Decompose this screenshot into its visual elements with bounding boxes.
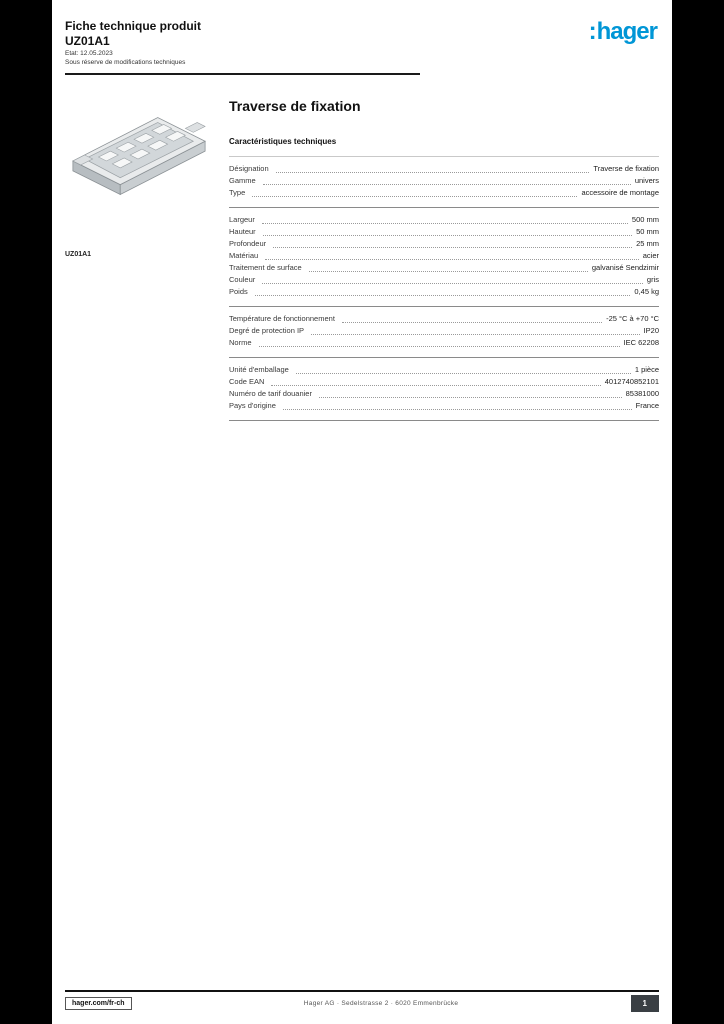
header-divider (65, 73, 420, 76)
spec-row: Numéro de tarif douanier 85381000 (229, 388, 659, 400)
dotted-leader (262, 183, 631, 185)
spec-value: 50 mm (636, 226, 659, 236)
dotted-leader (311, 333, 640, 335)
spec-label: Hauteur (229, 226, 256, 236)
dotted-leader (282, 408, 632, 410)
spec-value: acier (642, 250, 659, 260)
logo-text: hager (596, 18, 658, 45)
spec-label: Désignation (229, 163, 269, 173)
spec-label: Largeur (229, 214, 255, 224)
spec-value: IEC 62208 (623, 337, 659, 347)
left-column: UZ01A1 (65, 99, 215, 420)
dotted-leader (261, 222, 628, 224)
dotted-leader (252, 195, 578, 197)
spec-row: Type accessoire de montage (229, 187, 659, 199)
spec-value: 0,45 kg (634, 286, 659, 296)
spec-value: 25 mm (636, 238, 659, 248)
header-left: Fiche technique produit UZ01A1 Etat: 12.… (65, 19, 589, 76)
spec-label: Poids (229, 286, 248, 296)
right-column: Traverse de fixation Caractéristiques te… (229, 98, 659, 421)
dotted-leader (262, 282, 643, 284)
dotted-leader (271, 384, 601, 386)
spec-row: Couleur gris (229, 274, 659, 286)
spec-row: Profondeur 25 mm (229, 238, 659, 250)
page-header: Fiche technique produit UZ01A1 Etat: 12.… (65, 19, 659, 76)
spec-value: 85381000 (625, 388, 659, 398)
spec-value: Traverse de fixation (593, 163, 659, 173)
spec-value: galvanisé Sendzimir (591, 262, 659, 272)
dotted-leader (295, 372, 631, 374)
spec-row: Unité d'emballage 1 pièce (229, 364, 659, 376)
product-title: Traverse de fixation (229, 98, 361, 115)
page-footer: hager.com/fr-ch Hager AG · Sedelstrasse … (65, 990, 659, 1012)
hager-logo: :hager (589, 20, 659, 44)
spec-value: 4012740852101 (604, 376, 659, 386)
dotted-leader (308, 270, 588, 272)
mounting-rail-drawing (72, 117, 206, 196)
spec-row: Matériau acier (229, 250, 659, 262)
spec-value: IP20 (643, 325, 659, 335)
spec-label: Gamme (229, 175, 256, 185)
spec-row: Degré de protection IP IP20 (229, 325, 659, 337)
spec-row: Code EAN 4012740852101 (229, 376, 659, 388)
spec-row: Traitement de surface galvanisé Sendzimir (229, 262, 659, 274)
main-content: UZ01A1 Traverse de fixation Caractéristi… (65, 98, 659, 421)
spec-label: Degré de protection IP (229, 325, 305, 335)
spec-row: Température de fonctionnement -25 °C à +7… (229, 313, 659, 325)
footer-divider (65, 990, 659, 992)
dotted-leader (318, 396, 622, 398)
spec-label: Couleur (229, 274, 256, 284)
footer-company-info: Hager AG · Sedelstrasse 2 · 6020 Emmenbr… (303, 1000, 459, 1007)
product-reference-caption: UZ01A1 (65, 251, 92, 259)
spec-label: Code EAN (229, 376, 265, 386)
spec-label: Matériau (229, 250, 259, 260)
spec-row: Norme IEC 62208 (229, 337, 659, 349)
spec-label: Traitement de surface (229, 262, 302, 272)
dotted-leader (273, 246, 633, 248)
datasheet-page: Fiche technique produit UZ01A1 Etat: 12.… (52, 0, 672, 1024)
footer-url[interactable]: hager.com/fr-ch (65, 997, 132, 1010)
logo-colon-icon: : (588, 18, 597, 45)
page-number-box: 1 (630, 995, 659, 1012)
dotted-leader (258, 345, 620, 347)
spec-row: Hauteur 50 mm (229, 226, 659, 238)
spec-label: Profondeur (229, 238, 267, 248)
spec-label: Unité d'emballage (229, 364, 289, 374)
spec-value: gris (646, 274, 659, 284)
doc-meta-line2: Sous réserve de modifications techniques (65, 59, 186, 67)
spec-row: Gamme univers (229, 175, 659, 187)
spec-value: accessoire de montage (581, 187, 659, 197)
spec-value: 500 mm (631, 214, 659, 224)
spec-label: Numéro de tarif douanier (229, 388, 312, 398)
spec-label: Température de fonctionnement (229, 313, 335, 323)
spec-row: Poids 0,45 kg (229, 286, 659, 298)
characteristics-heading: Caractéristiques techniques (229, 136, 337, 146)
doc-meta-line1: Etat: 12.05.2023 (65, 49, 113, 57)
spec-value: France (635, 400, 659, 410)
spec-label: Norme (229, 337, 252, 347)
spec-row: Désignation Traverse de fixation (229, 163, 659, 175)
product-image (65, 99, 213, 217)
dotted-leader (254, 294, 631, 296)
dotted-leader (262, 234, 633, 236)
doc-ref: UZ01A1 (65, 33, 110, 48)
spec-value: -25 °C à +70 °C (606, 313, 659, 323)
spec-value: 1 pièce (634, 364, 659, 374)
spec-row: Pays d'origine France (229, 400, 659, 412)
footer-row: hager.com/fr-ch Hager AG · Sedelstrasse … (65, 992, 659, 1012)
spec-label: Pays d'origine (229, 400, 276, 410)
spec-section: Température de fonctionnement -25 °C à +7… (229, 307, 659, 358)
spec-row: Largeur 500 mm (229, 214, 659, 226)
spec-value: univers (634, 175, 659, 185)
dotted-leader (275, 171, 590, 173)
spec-label: Type (229, 187, 246, 197)
dotted-leader (265, 258, 639, 260)
doc-title: Fiche technique produit (65, 19, 202, 33)
dotted-leader (341, 321, 603, 323)
spec-section: Largeur 500 mm Hauteur 50 mm Profondeur 25 mm… (229, 208, 659, 307)
